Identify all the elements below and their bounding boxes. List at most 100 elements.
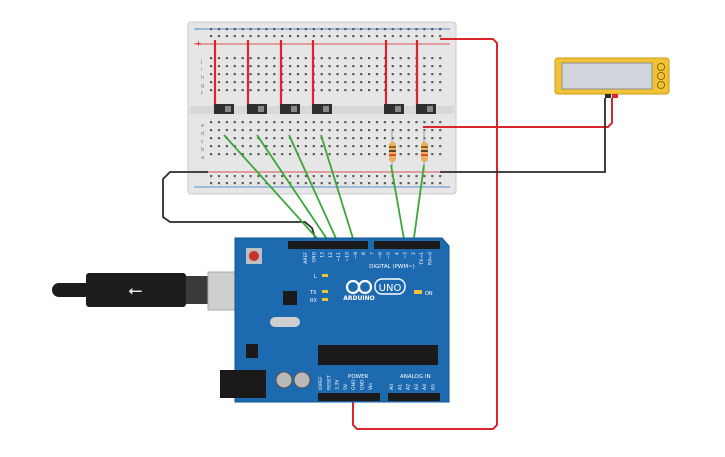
- breadboard-hole: [210, 89, 213, 92]
- breadboard-hole: [210, 28, 213, 31]
- green-signal-wire[interactable]: [412, 164, 425, 246]
- breadboard-hole: [320, 145, 323, 148]
- breadboard-hole: [352, 73, 355, 76]
- breadboard-hole: [328, 57, 331, 60]
- breadboard-hole: [304, 57, 307, 60]
- breadboard-hole: [431, 121, 434, 124]
- breadboard-hole: [368, 129, 371, 132]
- breadboard-hole: [233, 35, 236, 38]
- breadboard-hole: [304, 175, 307, 178]
- up-button-icon[interactable]: [657, 63, 666, 72]
- breadboard-hole: [423, 28, 426, 31]
- breadboard-hole: [225, 35, 228, 38]
- slide-switch[interactable]: [214, 104, 234, 114]
- breadboard-hole: [320, 73, 323, 76]
- breadboard-hole: [217, 145, 221, 148]
- slide-switch[interactable]: [247, 104, 267, 114]
- down-button-icon[interactable]: [657, 81, 666, 90]
- green-signal-wire[interactable]: [223, 134, 324, 246]
- breadboard-hole: [352, 65, 355, 68]
- breadboard-hole: [210, 57, 213, 60]
- power-header: [318, 393, 380, 401]
- breadboard-hole: [233, 153, 236, 156]
- switch-knob: [225, 106, 231, 112]
- breadboard-hole: [360, 73, 363, 76]
- breadboard-hole: [352, 145, 355, 148]
- pin-label: TX→1: [419, 252, 425, 266]
- breadboard-hole: [368, 153, 371, 156]
- breadboard-hole: [312, 121, 315, 124]
- breadboard-hole: [225, 129, 228, 132]
- resistors[interactable]: [389, 130, 428, 172]
- pin-label: A5: [431, 384, 437, 390]
- breadboard-hole: [344, 35, 347, 38]
- breadboard-hole: [289, 57, 292, 60]
- green-signal-wire[interactable]: [320, 134, 356, 246]
- breadboard-hole: [336, 129, 339, 132]
- red-lcd-wire[interactable]: [423, 98, 613, 128]
- red-power-wire[interactable]: [352, 38, 498, 430]
- breadboard-hole: [368, 35, 371, 38]
- slide-switch[interactable]: [280, 104, 300, 114]
- breadboard-hole: [257, 73, 260, 76]
- breadboard-hole: [233, 175, 236, 178]
- breadboard-hole: [439, 129, 442, 132]
- breadboard-hole: [352, 121, 355, 124]
- row-letter: i: [201, 67, 202, 73]
- breadboard-hole: [368, 57, 371, 60]
- black-lcd-ground-wire[interactable]: [440, 98, 606, 173]
- breadboard-hole: [439, 73, 442, 76]
- breadboard-hole: [217, 137, 221, 140]
- select-button-icon[interactable]: [657, 72, 666, 81]
- breadboard-hole: [289, 145, 292, 148]
- slide-switch[interactable]: [384, 104, 404, 114]
- breadboard-hole: [336, 57, 339, 60]
- breadboard-hole: [423, 121, 426, 124]
- on-label: ON: [425, 291, 433, 297]
- breadboard-hole: [407, 145, 410, 148]
- usb-plug-neck: [186, 276, 208, 304]
- breadboard-hole: [265, 153, 268, 156]
- breadboard-hole: [296, 65, 300, 68]
- breadboard-hole: [336, 65, 339, 68]
- breadboard-hole: [391, 182, 394, 185]
- green-signal-wire[interactable]: [390, 164, 406, 246]
- breadboard-hole: [391, 129, 394, 132]
- breadboard-hole: [439, 121, 442, 124]
- switch-supply-wires[interactable]: [213, 40, 419, 108]
- pin-label: RESET: [326, 375, 332, 390]
- slide-switch[interactable]: [312, 104, 332, 114]
- breadboard-hole: [431, 89, 434, 92]
- green-signal-wire[interactable]: [256, 134, 332, 246]
- arduino-uno-board[interactable]: L TX RX ON UNO ARDUINO DIGITAL (PWM~) PO…: [220, 237, 450, 403]
- breadboard-hole: [217, 65, 221, 68]
- lcd-module[interactable]: [554, 57, 670, 98]
- breadboard-hole: [296, 137, 300, 140]
- breadboard-hole: [217, 57, 221, 60]
- breadboard-hole: [241, 89, 244, 92]
- green-signal-wire[interactable]: [288, 134, 340, 246]
- black-ground-wire[interactable]: [162, 171, 318, 245]
- reset-button-cap[interactable]: [249, 251, 259, 261]
- usb-cable[interactable]: ⭠: [52, 271, 263, 311]
- breadboard-hole: [281, 137, 284, 140]
- breadboard-hole: [296, 28, 300, 31]
- breadboard-hole: [360, 89, 363, 92]
- breadboard-hole: [217, 73, 221, 76]
- breadboard-hole: [360, 145, 363, 148]
- breadboard-hole: [399, 65, 402, 68]
- breadboard-hole: [407, 153, 410, 156]
- resistor[interactable]: [421, 142, 428, 162]
- slide-switches[interactable]: [214, 104, 436, 114]
- wires[interactable]: [162, 38, 613, 430]
- slide-switch[interactable]: [416, 104, 436, 114]
- breadboard-hole: [336, 182, 339, 185]
- breadboard-hole: [375, 175, 379, 178]
- resistor[interactable]: [389, 142, 396, 162]
- breadboard-hole: [415, 145, 418, 148]
- pin-label: Vin: [368, 383, 374, 390]
- breadboard-hole: [431, 182, 434, 185]
